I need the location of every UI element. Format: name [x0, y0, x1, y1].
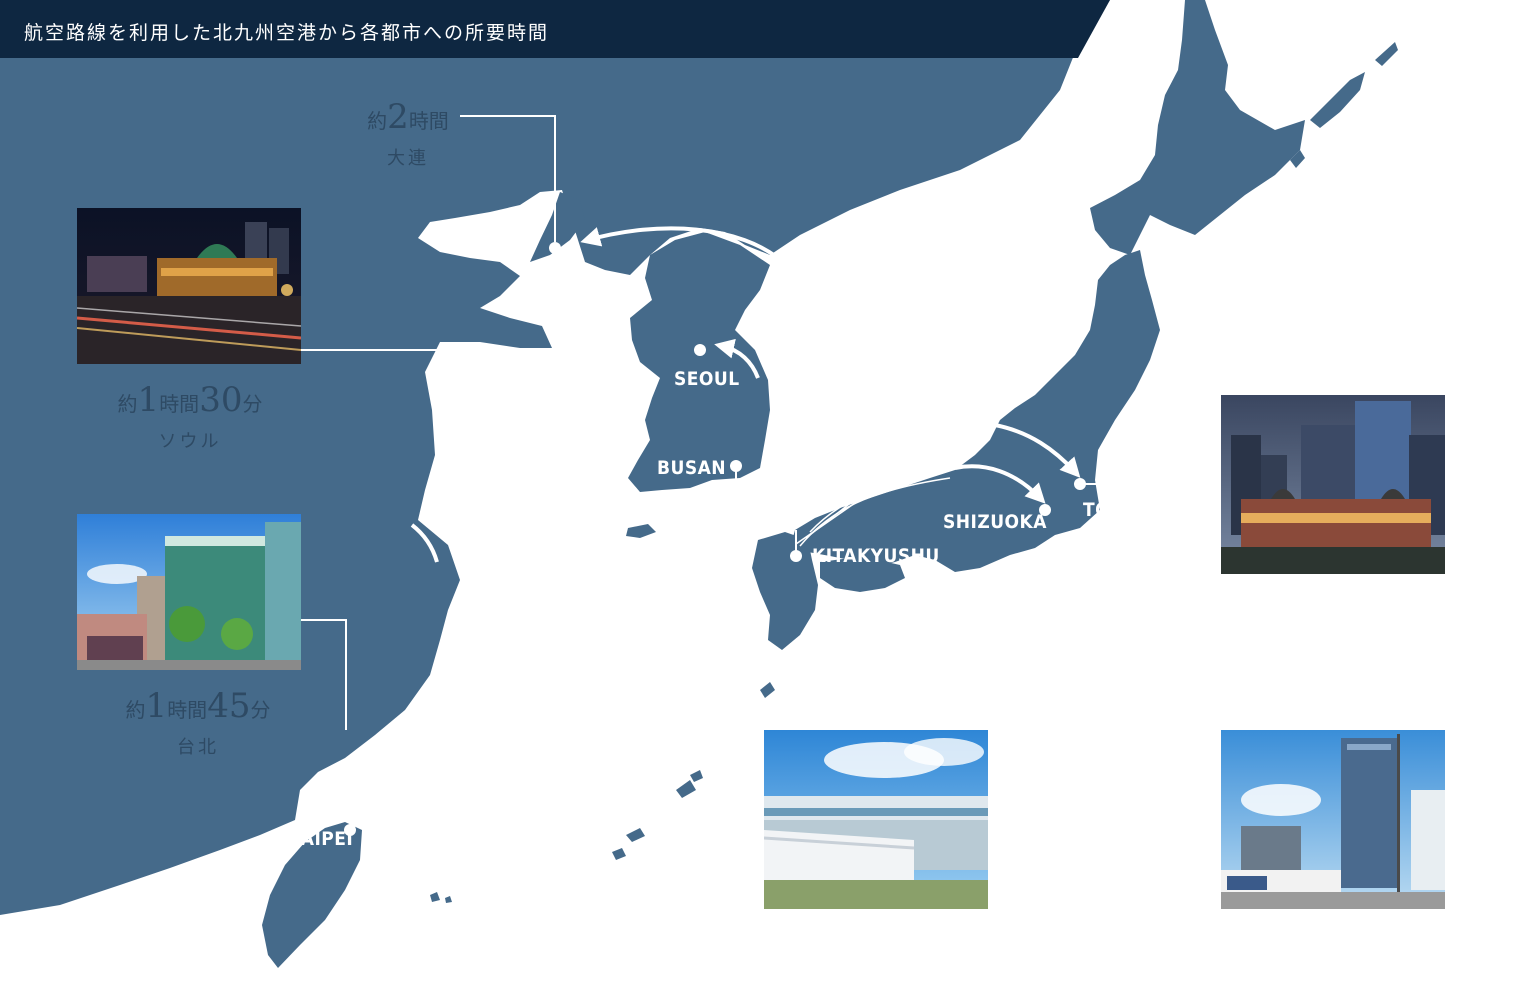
time-unit-hours: 時間 — [408, 109, 449, 133]
travel-time-dalian: 約2時間 — [360, 100, 456, 134]
dot-dalian — [549, 242, 561, 254]
land-liaodong — [530, 192, 585, 262]
land-korea — [628, 232, 770, 492]
time-unit-minutes: 分 — [242, 392, 263, 416]
route-dalian — [580, 226, 785, 264]
land-shikoku — [820, 558, 905, 592]
route-taipei — [410, 523, 439, 563]
header-background — [0, 0, 1110, 58]
photo-tokyo-station — [1221, 395, 1445, 574]
photo-kitakyushu-airport — [764, 730, 988, 909]
time-hours: 1 — [137, 380, 160, 420]
page-title: 航空路線を利用した北九州空港から各都市への所要時間 — [24, 22, 550, 44]
time-prefix: 約 — [117, 392, 138, 416]
city-label-busan: BUSAN — [657, 457, 727, 479]
dot-kitakyushu — [790, 550, 802, 562]
time-minutes: 30 — [199, 380, 243, 420]
dot-shizuoka — [1039, 504, 1051, 516]
land-hokkaido — [1090, 0, 1305, 255]
dot-busan — [730, 460, 742, 472]
dot-taipei — [344, 824, 356, 836]
leader-tokyo — [1080, 483, 1113, 520]
dot-seoul — [694, 344, 706, 356]
city-label-kitakyushu: KITAKYUSHU — [812, 545, 940, 567]
city-label-seoul: SEOUL — [674, 368, 740, 390]
photo-taipei-building — [77, 514, 301, 670]
leader-dalian — [460, 115, 556, 242]
time-block-dalian: 約2時間 大連 — [360, 100, 456, 170]
time-prefix: 約 — [367, 109, 388, 133]
city-label-taipei: TAIPEI — [290, 828, 354, 850]
travel-time-seoul: 約1時間30分 — [95, 383, 285, 417]
dot-tokyo — [1074, 478, 1086, 490]
leader-taipei — [300, 619, 347, 730]
time-unit-hours: 時間 — [167, 698, 208, 722]
route-shizuoka — [954, 464, 1046, 504]
city-label-shizuoka: SHIZUOKA — [943, 511, 1047, 533]
time-unit-minutes: 分 — [250, 698, 271, 722]
land-kuril — [1290, 42, 1398, 168]
time-block-seoul: 約1時間30分 ソウル — [95, 383, 285, 453]
land-taiwan — [262, 822, 362, 968]
land-honshu — [790, 250, 1160, 572]
time-hours: 1 — [145, 686, 168, 726]
land-ryukyu — [430, 682, 775, 903]
city-name-dalian: 大連 — [387, 148, 429, 169]
time-block-taipei: 約1時間45分 台北 — [103, 689, 293, 759]
route-kitakyushu-fan — [795, 469, 951, 547]
travel-time-taipei: 約1時間45分 — [103, 689, 293, 723]
route-tokyo — [994, 423, 1081, 478]
photo-seoul-station — [77, 208, 301, 364]
header-bar: 航空路線を利用した北九州空港から各都市への所要時間 — [0, 0, 1110, 58]
city-name-taipei: 台北 — [177, 737, 219, 758]
time-prefix: 約 — [125, 698, 146, 722]
land-kyushu — [752, 532, 818, 650]
land-jeju — [626, 524, 656, 538]
time-hours: 2 — [387, 97, 409, 137]
route-seoul — [714, 338, 760, 379]
city-name-seoul: ソウル — [158, 431, 222, 452]
city-label-tokyo: TOKYO — [1083, 499, 1152, 521]
time-unit-hours: 時間 — [159, 392, 200, 416]
photo-shizuoka-station — [1221, 730, 1445, 909]
time-minutes: 45 — [207, 686, 251, 726]
